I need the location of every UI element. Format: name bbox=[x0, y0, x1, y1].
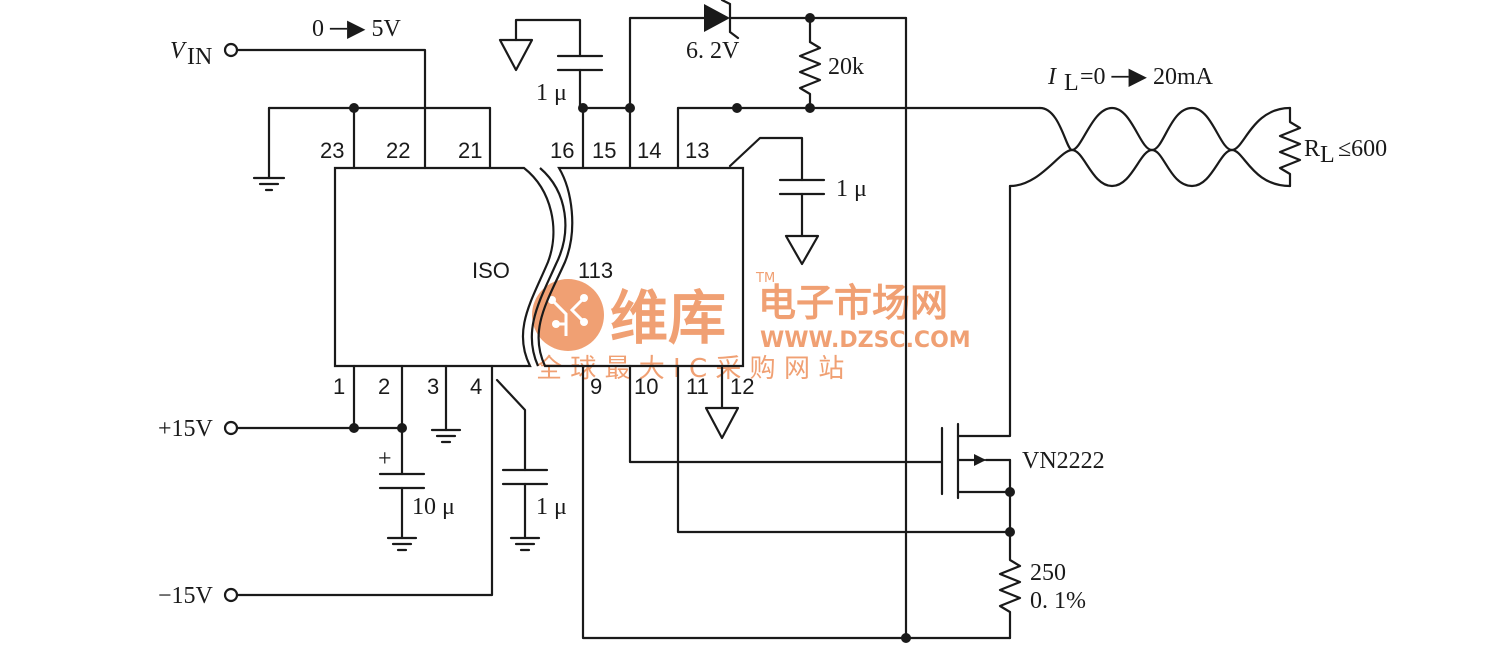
pin-9-label: 9 bbox=[590, 374, 602, 399]
cap-pin4-label: 1 μ bbox=[536, 494, 567, 520]
mosfet-label: VN2222 bbox=[1022, 448, 1105, 474]
neg-supply-wire bbox=[235, 364, 494, 597]
chip-right-name: 113 bbox=[578, 258, 613, 283]
pin-14-label: 14 bbox=[637, 138, 661, 163]
pin-23-label: 23 bbox=[320, 138, 344, 163]
vin-wire bbox=[235, 48, 427, 170]
watermark-market: 电子市场网 bbox=[758, 281, 948, 325]
res-top-label: 20k bbox=[828, 54, 864, 80]
neg-supply-label: −15V bbox=[158, 583, 214, 609]
zener-label: 6. 2V bbox=[686, 38, 740, 64]
pin-10-label: 10 bbox=[634, 374, 658, 399]
watermark: 维库 电子市场网 WWW.DZSC.COM TM 全 球 最 大 I C 采 购… bbox=[532, 271, 971, 384]
load-subscript: L bbox=[1320, 142, 1335, 168]
ground-triangle-icon bbox=[704, 406, 740, 440]
output-side-wiring bbox=[498, 0, 1302, 643]
watermark-brand: 维库 bbox=[610, 284, 726, 352]
res-sense-tolerance: 0. 1% bbox=[1030, 588, 1086, 614]
pin-22-label: 22 bbox=[386, 138, 410, 163]
resistor-sense bbox=[998, 530, 1022, 640]
isolation-amplifier-chip bbox=[333, 166, 745, 368]
zener-diode bbox=[704, 0, 740, 40]
watermark-slogan: 全 球 最 大 I C 采 购 网 站 bbox=[536, 354, 844, 384]
load-symbol: R bbox=[1304, 136, 1320, 162]
vin-terminal bbox=[223, 42, 239, 58]
chip-left-name: ISO bbox=[472, 258, 510, 283]
capacitor-pin4 bbox=[501, 468, 549, 552]
twisted-pair-top bbox=[1038, 106, 1292, 152]
vin-symbol: V bbox=[170, 38, 187, 64]
cap-plus-sign: + bbox=[378, 446, 392, 472]
pin-12-label: 12 bbox=[730, 374, 754, 399]
chip-right-half bbox=[537, 166, 745, 368]
pin-21-label: 21 bbox=[458, 138, 482, 163]
pin-11-label: 11 bbox=[686, 374, 709, 399]
watermark-tm: TM bbox=[755, 271, 775, 286]
pin-4-label: 4 bbox=[470, 374, 482, 399]
res-sense-value: 250 bbox=[1030, 560, 1066, 586]
twisted-pair-bottom bbox=[1008, 148, 1292, 188]
input-side-wiring bbox=[223, 42, 549, 603]
pin-16-label: 16 bbox=[550, 138, 574, 163]
capacitor-top bbox=[556, 54, 604, 72]
cap-10u-label: 10 μ bbox=[412, 494, 455, 520]
resistor-20k bbox=[798, 40, 822, 110]
pin-1-label: 1 bbox=[333, 374, 345, 399]
vin-range: 0 ─▶ 5V bbox=[312, 16, 401, 42]
ground-icon bbox=[252, 176, 286, 192]
ground-icon bbox=[430, 428, 462, 444]
pin-labels: 23 22 21 16 15 14 13 1 2 3 4 9 10 11 12 … bbox=[320, 138, 754, 399]
capacitor-10u bbox=[378, 472, 426, 552]
vin-subscript: IN bbox=[187, 44, 212, 70]
isolation-barrier bbox=[530, 167, 567, 367]
current-range: =0 ─▶ 20mA bbox=[1080, 64, 1214, 90]
pin-2-label: 2 bbox=[378, 374, 390, 399]
pos-supply-terminal bbox=[223, 420, 239, 436]
load-resistor bbox=[1278, 106, 1302, 188]
pin-3-label: 3 bbox=[427, 374, 439, 399]
current-symbol: I bbox=[1047, 64, 1057, 90]
capacitor-right bbox=[778, 178, 826, 266]
watermark-url: WWW.DZSC.COM bbox=[760, 328, 971, 353]
current-subscript: L bbox=[1064, 70, 1079, 96]
neg-supply-terminal bbox=[223, 587, 239, 603]
cap-top-label: 1 μ bbox=[536, 80, 567, 106]
cap-right-label: 1 μ bbox=[836, 176, 867, 202]
pin-13-label: 13 bbox=[685, 138, 709, 163]
chip-left-half bbox=[333, 166, 555, 368]
load-value: ≤600 bbox=[1338, 136, 1387, 162]
labels: V IN 0 ─▶ 5V +15V −15V 1 μ 6. 2V 20k 1 μ… bbox=[158, 16, 1387, 614]
pos-supply-label: +15V bbox=[158, 416, 214, 442]
pin-15-label: 15 bbox=[592, 138, 616, 163]
ground-triangle-icon bbox=[498, 38, 534, 72]
